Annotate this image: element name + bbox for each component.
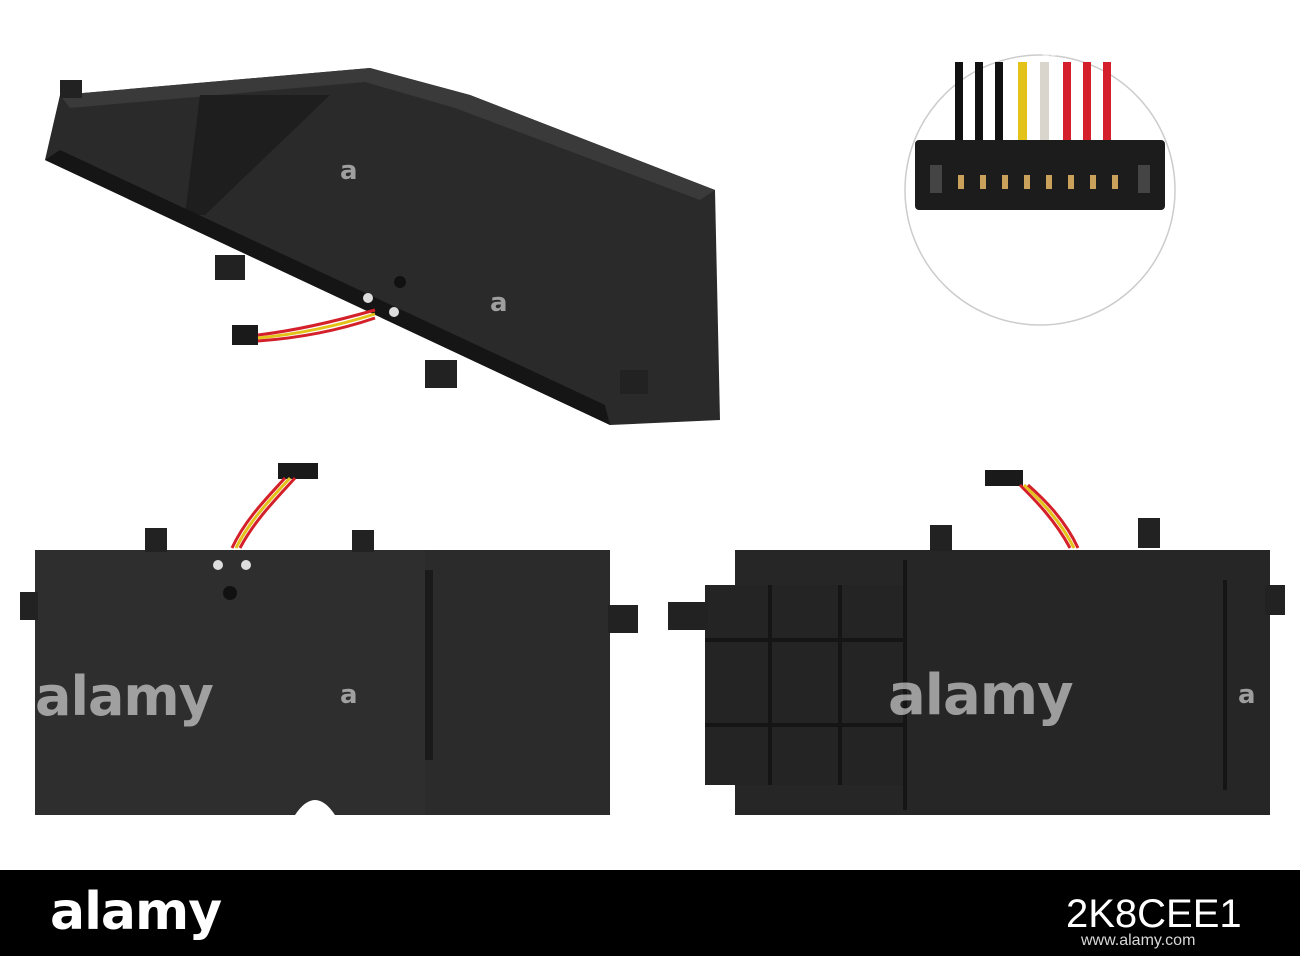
battery-angled-view [45,68,720,425]
battery-front-view [20,463,638,815]
watermark-mark: a [340,156,358,186]
image-id: 2K8CEE1 [1066,892,1242,936]
battery-illustration [20,54,1285,815]
watermark-text: alamy [888,663,1074,728]
site-url: www.alamy.com [1081,932,1196,949]
watermark-text: alamy [35,665,214,728]
product-photo: alamy alamy a a a a a a [20,30,1285,815]
alamy-logo: alamy [50,882,222,942]
watermark-mark: a [340,680,358,710]
watermark-mark: a [1040,33,1058,63]
watermark-mark: a [1238,680,1256,710]
watermark-mark: a [490,288,508,318]
watermark-mark: a [190,30,208,60]
battery-back-view [668,470,1285,815]
stock-footer: alamy 2K8CEE1 www.alamy.com [0,870,1300,956]
connector-closeup [904,54,1176,326]
